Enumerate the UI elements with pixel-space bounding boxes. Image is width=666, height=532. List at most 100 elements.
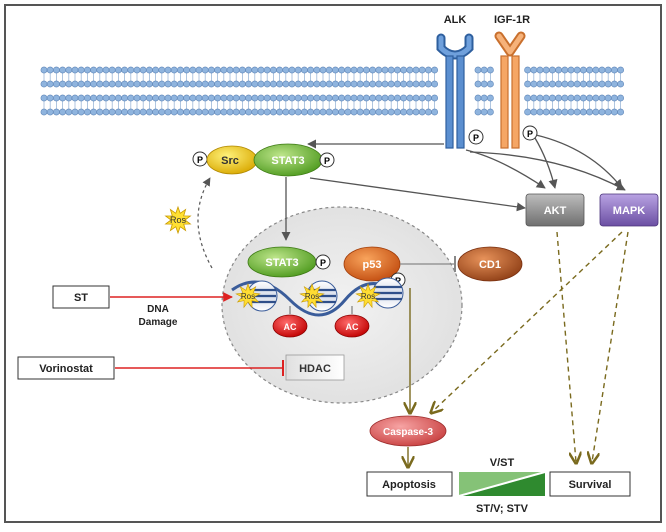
lipid-head — [276, 80, 283, 88]
lipid-head — [573, 108, 581, 116]
caspase3-label: Caspase-3 — [383, 427, 433, 438]
lipid-head — [96, 94, 104, 102]
lipid-head — [325, 94, 333, 102]
lipid-head — [102, 108, 110, 116]
lipid-head — [77, 80, 85, 88]
lipid-head — [611, 66, 618, 74]
lipid-head — [524, 80, 531, 88]
lipid-head — [145, 108, 153, 116]
lipid-head — [195, 66, 203, 74]
lipid-head — [555, 108, 562, 116]
arrow-alk-to-mapk — [469, 151, 626, 191]
lipid-head — [319, 66, 327, 74]
lipid-head — [84, 94, 91, 102]
lipid-head — [325, 108, 333, 116]
lipid-head — [586, 80, 593, 88]
lipid-head — [53, 80, 60, 88]
lipid-head — [220, 66, 228, 74]
lipid-head — [338, 66, 345, 74]
lipid-head — [245, 66, 252, 74]
lipid-head — [567, 66, 575, 74]
lipid-head — [53, 66, 60, 74]
lipid-head — [139, 108, 147, 116]
lipid-head — [530, 94, 538, 102]
lipid-head — [158, 66, 166, 74]
lipid-head — [319, 94, 327, 102]
lipid-head — [201, 108, 209, 116]
lipid-head — [474, 94, 482, 102]
lipid-head — [232, 66, 240, 74]
lipid-head — [530, 66, 538, 74]
lipid-head — [189, 94, 197, 102]
lipid-head — [189, 108, 197, 116]
lipid-head — [387, 66, 395, 74]
lipid-head — [406, 80, 414, 88]
lipid-head — [127, 94, 135, 102]
lipid-head — [133, 80, 141, 88]
lipid-head — [369, 80, 376, 88]
lipid-head — [486, 108, 494, 116]
lipid-head — [549, 94, 556, 102]
lipid-head — [269, 66, 277, 74]
lipid-head — [238, 108, 246, 116]
lipid-head — [294, 80, 302, 88]
lipid-head — [102, 94, 110, 102]
lipid-head — [133, 108, 141, 116]
lipid-head — [331, 66, 339, 74]
lipid-head — [145, 66, 153, 74]
lipid-head — [350, 94, 358, 102]
lipid-head — [276, 66, 283, 74]
lipid-head — [238, 80, 246, 88]
lipid-head — [294, 66, 302, 74]
stat3-cytoplasm-label: STAT3 — [271, 155, 304, 167]
arrow-ros-to-src — [197, 177, 213, 269]
lipid-head — [350, 66, 358, 74]
lipid-head — [598, 108, 606, 116]
svg-text:P: P — [395, 276, 401, 286]
lipid-head — [592, 94, 600, 102]
stat3-nucleus-label: STAT3 — [265, 257, 298, 269]
lipid-head — [387, 108, 395, 116]
lipid-head — [214, 108, 221, 116]
lipid-head — [325, 80, 333, 88]
lipid-head — [183, 66, 190, 74]
igf1r-phospho: P — [522, 125, 538, 141]
lipid-head — [282, 66, 290, 74]
lipid-head — [53, 94, 60, 102]
lipid-head — [604, 80, 612, 88]
svg-text:P: P — [527, 129, 533, 139]
lipid-head — [393, 80, 401, 88]
lipid-head — [611, 94, 618, 102]
lipid-head — [344, 80, 352, 88]
svg-text:P: P — [197, 155, 203, 165]
lipid-head — [158, 80, 166, 88]
lipid-head — [474, 108, 482, 116]
lipid-head — [158, 108, 166, 116]
lipid-head — [108, 80, 116, 88]
lipid-head — [251, 108, 259, 116]
ac-right — [334, 314, 370, 338]
lipid-head — [369, 108, 376, 116]
lipid-head — [406, 66, 414, 74]
ros-cytoplasm-label: Ros — [170, 215, 187, 225]
lipid-head — [40, 108, 48, 116]
akt-box — [525, 193, 585, 227]
igf1r-label: IGF-1R — [494, 14, 530, 26]
svg-text:P: P — [473, 133, 479, 143]
lipid-head — [245, 80, 252, 88]
lipid-head — [195, 80, 203, 88]
lipid-head — [201, 94, 209, 102]
v-st-label: V/ST — [490, 457, 515, 469]
lipid-head — [158, 94, 166, 102]
lipid-head — [573, 66, 581, 74]
lipid-head — [226, 66, 234, 74]
lipid-head — [257, 66, 265, 74]
alk-receptor — [436, 33, 474, 149]
lipid-head — [170, 66, 178, 74]
lipid-head — [40, 66, 48, 74]
lipid-head — [269, 108, 277, 116]
lipid-head — [486, 94, 494, 102]
lipid-head — [598, 66, 606, 74]
hdac-label: HDAC — [299, 363, 331, 375]
st-drug-box — [52, 285, 110, 309]
